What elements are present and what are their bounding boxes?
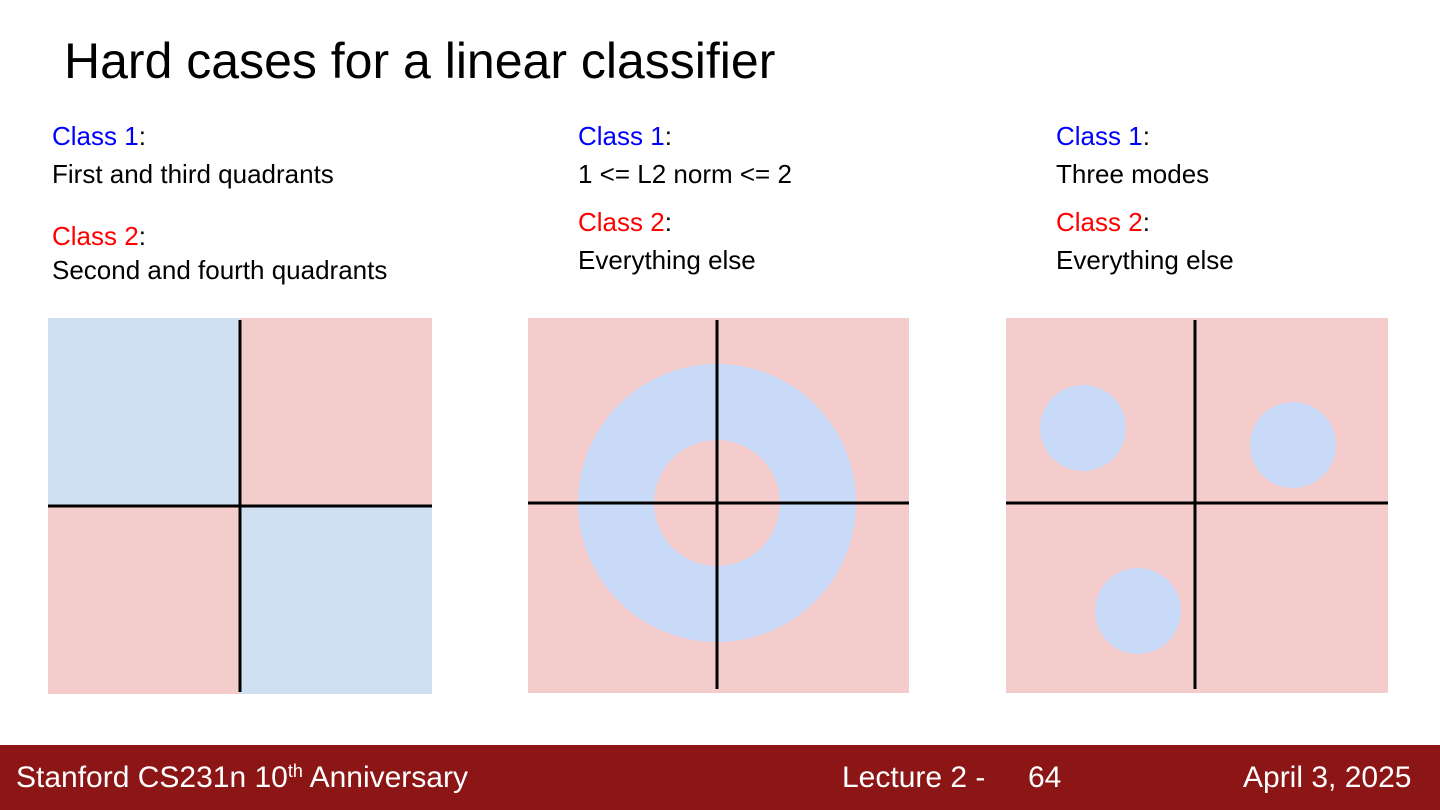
class-2-description: Second and fourth quadrants [52, 255, 388, 285]
mode-3 [1095, 568, 1181, 654]
footer-bar: Stanford CS231n 10th Anniversary Lecture… [0, 745, 1440, 810]
class-1-colon: : [1142, 121, 1150, 151]
class-2-colon: : [664, 207, 672, 237]
class-1-label: Class 1 [578, 121, 665, 151]
class-2-heading: Class 2: [1056, 203, 1234, 241]
slide-title: Hard cases for a linear classifier [64, 33, 776, 89]
region-second-quadrant [48, 318, 240, 506]
class-1-colon: : [138, 121, 146, 151]
class-1-colon: : [664, 121, 672, 151]
class-2-label: Class 2 [52, 221, 139, 251]
class-1-heading: Class 1: [578, 117, 792, 155]
class-1-description: 1 <= L2 norm <= 2 [578, 159, 792, 189]
region-first-quadrant [240, 318, 432, 506]
class-1-label: Class 1 [1056, 121, 1143, 151]
class-1-description: Three modes [1056, 159, 1210, 189]
class-2-description: Everything else [1056, 245, 1234, 275]
panel-3-description: Class 1: Three modes Class 2: Everything… [1056, 117, 1234, 279]
class-1-heading: Class 1: [52, 117, 387, 155]
course-name: Stanford CS231n 10th Anniversary [16, 761, 468, 794]
class-1-description: First and third quadrants [52, 159, 334, 189]
quadrants-diagram [48, 318, 432, 694]
class-2-label: Class 2 [1056, 207, 1143, 237]
page-number: 64 [1028, 761, 1062, 794]
class-2-heading: Class 2: [52, 217, 387, 255]
region-third-quadrant [48, 506, 240, 694]
ring-diagram [528, 318, 909, 693]
class-2-heading: Class 2: [578, 203, 792, 241]
lecture-date: April 3, 2025 [1243, 761, 1412, 794]
three-modes-diagram [1006, 318, 1388, 693]
background-region [1006, 318, 1388, 693]
class-2-colon: : [138, 221, 146, 251]
class-1-heading: Class 1: [1056, 117, 1234, 155]
class-2-label: Class 2 [578, 207, 665, 237]
class-2-colon: : [1142, 207, 1150, 237]
mode-2 [1250, 402, 1336, 488]
region-fourth-quadrant [240, 506, 432, 694]
panel-1-description: Class 1: First and third quadrants Class… [52, 117, 387, 289]
class-1-label: Class 1 [52, 121, 139, 151]
lecture-label: Lecture 2 - [842, 761, 986, 794]
panel-2-description: Class 1: 1 <= L2 norm <= 2 Class 2: Ever… [578, 117, 792, 279]
mode-1 [1040, 385, 1126, 471]
class-2-description: Everything else [578, 245, 756, 275]
